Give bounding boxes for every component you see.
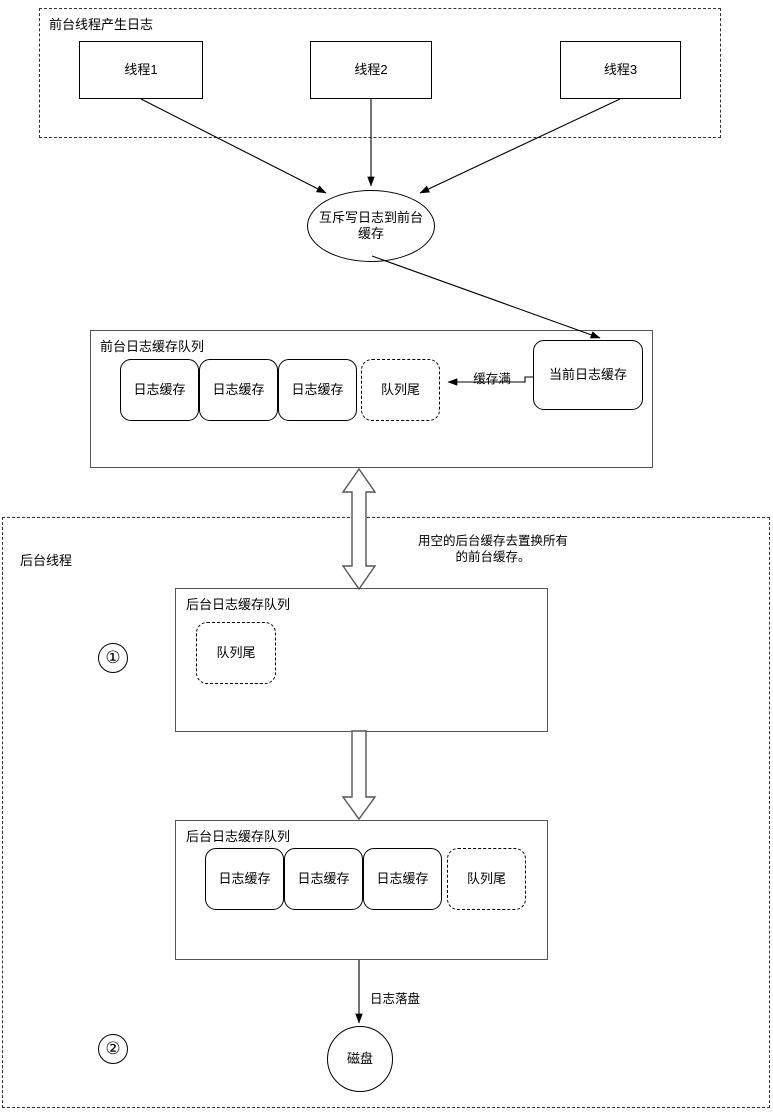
backend-queue-filled-tail-label: 队列尾 xyxy=(466,870,506,886)
backend-queue-empty-tail-slot[interactable]: 队列尾 xyxy=(196,622,276,684)
cache-full-edge-label: 缓存满 xyxy=(463,371,521,388)
mutex-write-node[interactable]: 互斥写日志到前台缓存 xyxy=(307,190,435,262)
backend-queue-filled-slot-2[interactable]: 日志缓存 xyxy=(284,848,363,910)
thread-box-2-label: 线程2 xyxy=(354,61,388,77)
backend-queue-empty-tail-label: 队列尾 xyxy=(216,644,256,660)
frontend-queue-slot-1-label: 日志缓存 xyxy=(133,381,186,397)
mutex-write-label: 互斥写日志到前台缓存 xyxy=(318,209,423,241)
backend-queue-filled-tail-slot[interactable]: 队列尾 xyxy=(447,848,526,910)
thread-box-3[interactable]: 线程3 xyxy=(560,41,681,99)
thread-box-1-label: 线程1 xyxy=(124,61,158,77)
frontend-thread-group xyxy=(39,8,721,138)
backend-queue-empty-title: 后台日志缓存队列 xyxy=(186,597,291,612)
current-log-buffer-node[interactable]: 当前日志缓存 xyxy=(533,340,643,410)
frontend-queue-tail-slot-label: 队列尾 xyxy=(380,381,420,397)
backend-thread-group-label: 后台线程 xyxy=(20,553,73,568)
swap-description-label: 用空的后台缓存去置换所有 的前台缓存。 xyxy=(383,533,603,566)
backend-queue-filled-slot-2-label: 日志缓存 xyxy=(297,870,350,886)
backend-queue-filled-title: 后台日志缓存队列 xyxy=(186,829,291,844)
step-badge-1-label: ① xyxy=(105,648,121,667)
frontend-queue-slot-2[interactable]: 日志缓存 xyxy=(199,359,278,421)
edge-mutex-to-current-buffer xyxy=(371,255,601,339)
backend-thread-group xyxy=(2,517,770,1108)
thread-box-3-label: 线程3 xyxy=(603,61,638,77)
disk-node[interactable]: 磁盘 xyxy=(327,1026,393,1092)
frontend-thread-group-label: 前台线程产生日志 xyxy=(49,17,154,32)
frontend-queue-title: 前台日志缓存队列 xyxy=(100,339,205,354)
frontend-queue-slot-3[interactable]: 日志缓存 xyxy=(278,359,357,421)
step-badge-2: ② xyxy=(98,1034,128,1064)
backend-queue-filled-slot-1-label: 日志缓存 xyxy=(218,870,271,886)
thread-box-1[interactable]: 线程1 xyxy=(79,41,203,99)
frontend-queue-slot-2-label: 日志缓存 xyxy=(212,381,265,397)
disk-node-label: 磁盘 xyxy=(346,1050,373,1066)
backend-queue-filled-slot-1[interactable]: 日志缓存 xyxy=(205,848,284,910)
thread-box-2[interactable]: 线程2 xyxy=(310,41,432,99)
frontend-queue-slot-1[interactable]: 日志缓存 xyxy=(120,359,199,421)
step-badge-2-label: ② xyxy=(105,1039,121,1058)
backend-queue-filled-slot-3-label: 日志缓存 xyxy=(376,870,429,886)
step-badge-1: ① xyxy=(98,643,128,673)
current-log-buffer-label: 当前日志缓存 xyxy=(548,366,627,382)
backend-queue-filled-slot-3[interactable]: 日志缓存 xyxy=(363,848,442,910)
flush-to-disk-label: 日志落盘 xyxy=(370,991,440,1008)
frontend-queue-tail-slot[interactable]: 队列尾 xyxy=(361,359,440,421)
frontend-queue-slot-3-label: 日志缓存 xyxy=(291,381,344,397)
